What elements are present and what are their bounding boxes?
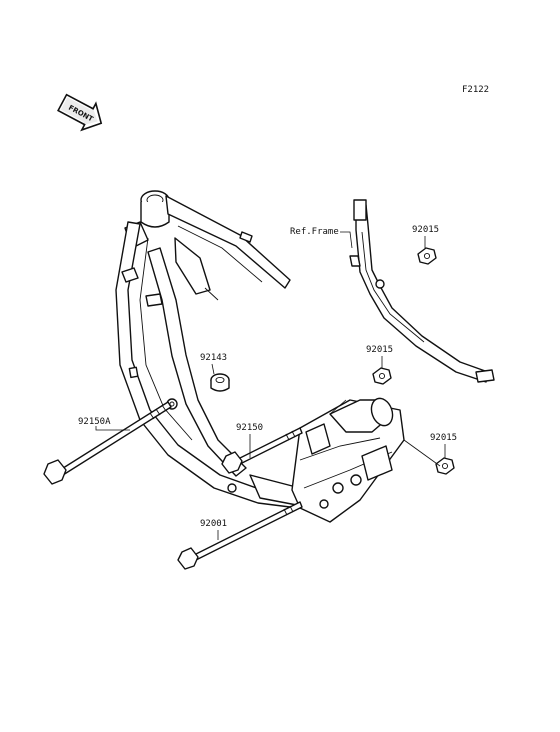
leader-lines bbox=[95, 231, 446, 540]
bolt-mid-icon bbox=[221, 427, 303, 474]
nut-top-icon bbox=[417, 247, 437, 265]
part-number-bolt-bottom: 92001 bbox=[200, 519, 227, 529]
main-frame bbox=[115, 190, 346, 509]
collar-icon bbox=[210, 373, 230, 392]
part-number-nut-right: 92015 bbox=[430, 433, 457, 443]
nut-mid-icon bbox=[372, 367, 392, 385]
bolt-bottom-icon bbox=[177, 501, 303, 570]
part-number-bolt-long: 92150A bbox=[78, 417, 111, 427]
nut-right-icon bbox=[435, 457, 455, 475]
part-number-nut-top: 92015 bbox=[412, 225, 439, 235]
engine-mount-bracket bbox=[291, 397, 405, 523]
part-number-bolt-mid: 92150 bbox=[236, 423, 263, 433]
diagram-id: F2122 bbox=[462, 85, 489, 95]
front-arrow-icon: FRONT bbox=[57, 93, 103, 132]
part-number-collar: 92143 bbox=[200, 353, 227, 363]
ref-frame-label: Ref.Frame bbox=[290, 227, 339, 237]
part-number-nut-mid: 92015 bbox=[366, 345, 393, 355]
bolt-long-icon bbox=[43, 401, 172, 485]
reference-frame-piece bbox=[349, 199, 495, 383]
